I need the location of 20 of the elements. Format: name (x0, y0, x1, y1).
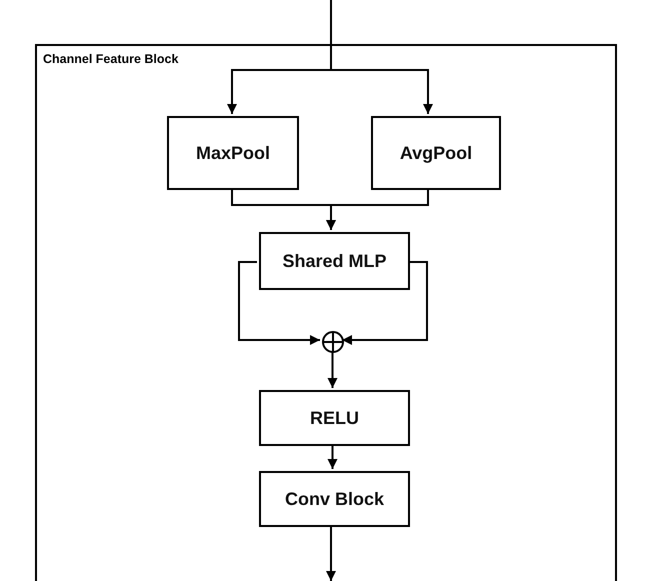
arrow (326, 188, 429, 230)
process-box (371, 116, 501, 190)
process-box (259, 390, 410, 446)
block-frame (35, 44, 617, 581)
process-box (259, 471, 410, 527)
arrow (328, 351, 338, 388)
process-box (167, 116, 299, 190)
box-label: Conv Block (284, 488, 384, 510)
process-box (259, 232, 410, 290)
arrow (342, 261, 428, 345)
block-title: Channel Feature Block (43, 52, 178, 66)
box-label: MaxPool (196, 142, 270, 164)
box-label: AvgPool (400, 142, 472, 164)
box-label: Shared MLP (282, 250, 387, 272)
arrow (330, 0, 433, 114)
arrow (326, 525, 336, 581)
arrow (238, 261, 320, 345)
summation-circle (322, 331, 344, 353)
box-label: RELU (310, 408, 359, 428)
arrow (328, 444, 338, 469)
